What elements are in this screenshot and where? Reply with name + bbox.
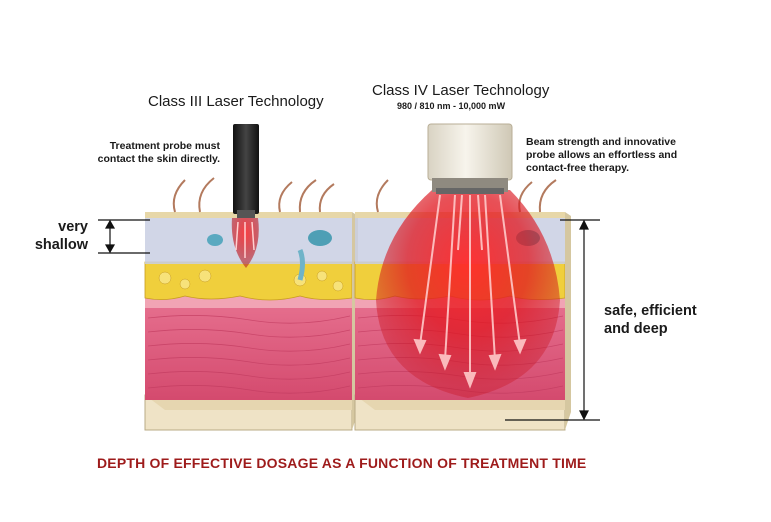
class3-title: Class III Laser Technology [148, 93, 324, 110]
deep-label-line1: safe, efficient [604, 302, 764, 320]
shallow-label: very shallow [28, 218, 88, 254]
class4-probe [428, 124, 512, 194]
class4-note-line3: contact-free therapy. [526, 162, 726, 175]
shallow-label-line2: shallow [28, 236, 88, 254]
shallow-label-line1: very [28, 218, 88, 236]
class3-note: Treatment probe must contact the skin di… [80, 140, 220, 166]
class4-title: Class IV Laser Technology [372, 82, 549, 99]
shallow-depth-bracket [98, 220, 150, 253]
footer-caption: DEPTH OF EFFECTIVE DOSAGE AS A FUNCTION … [97, 455, 586, 471]
class3-note-line2: contact the skin directly. [80, 153, 220, 166]
class4-note-line2: probe allows an effortless and [526, 149, 726, 162]
deep-label-line2: and deep [604, 320, 764, 338]
class4-note-line1: Beam strength and innovative [526, 136, 726, 149]
class3-note-line1: Treatment probe must [80, 140, 220, 153]
right-skin-block [355, 180, 571, 430]
class4-spec: 980 / 810 nm - 10,000 mW [397, 101, 505, 111]
deep-label: safe, efficient and deep [604, 302, 764, 338]
class4-note: Beam strength and innovative probe allow… [526, 136, 726, 175]
class3-probe [233, 124, 259, 218]
